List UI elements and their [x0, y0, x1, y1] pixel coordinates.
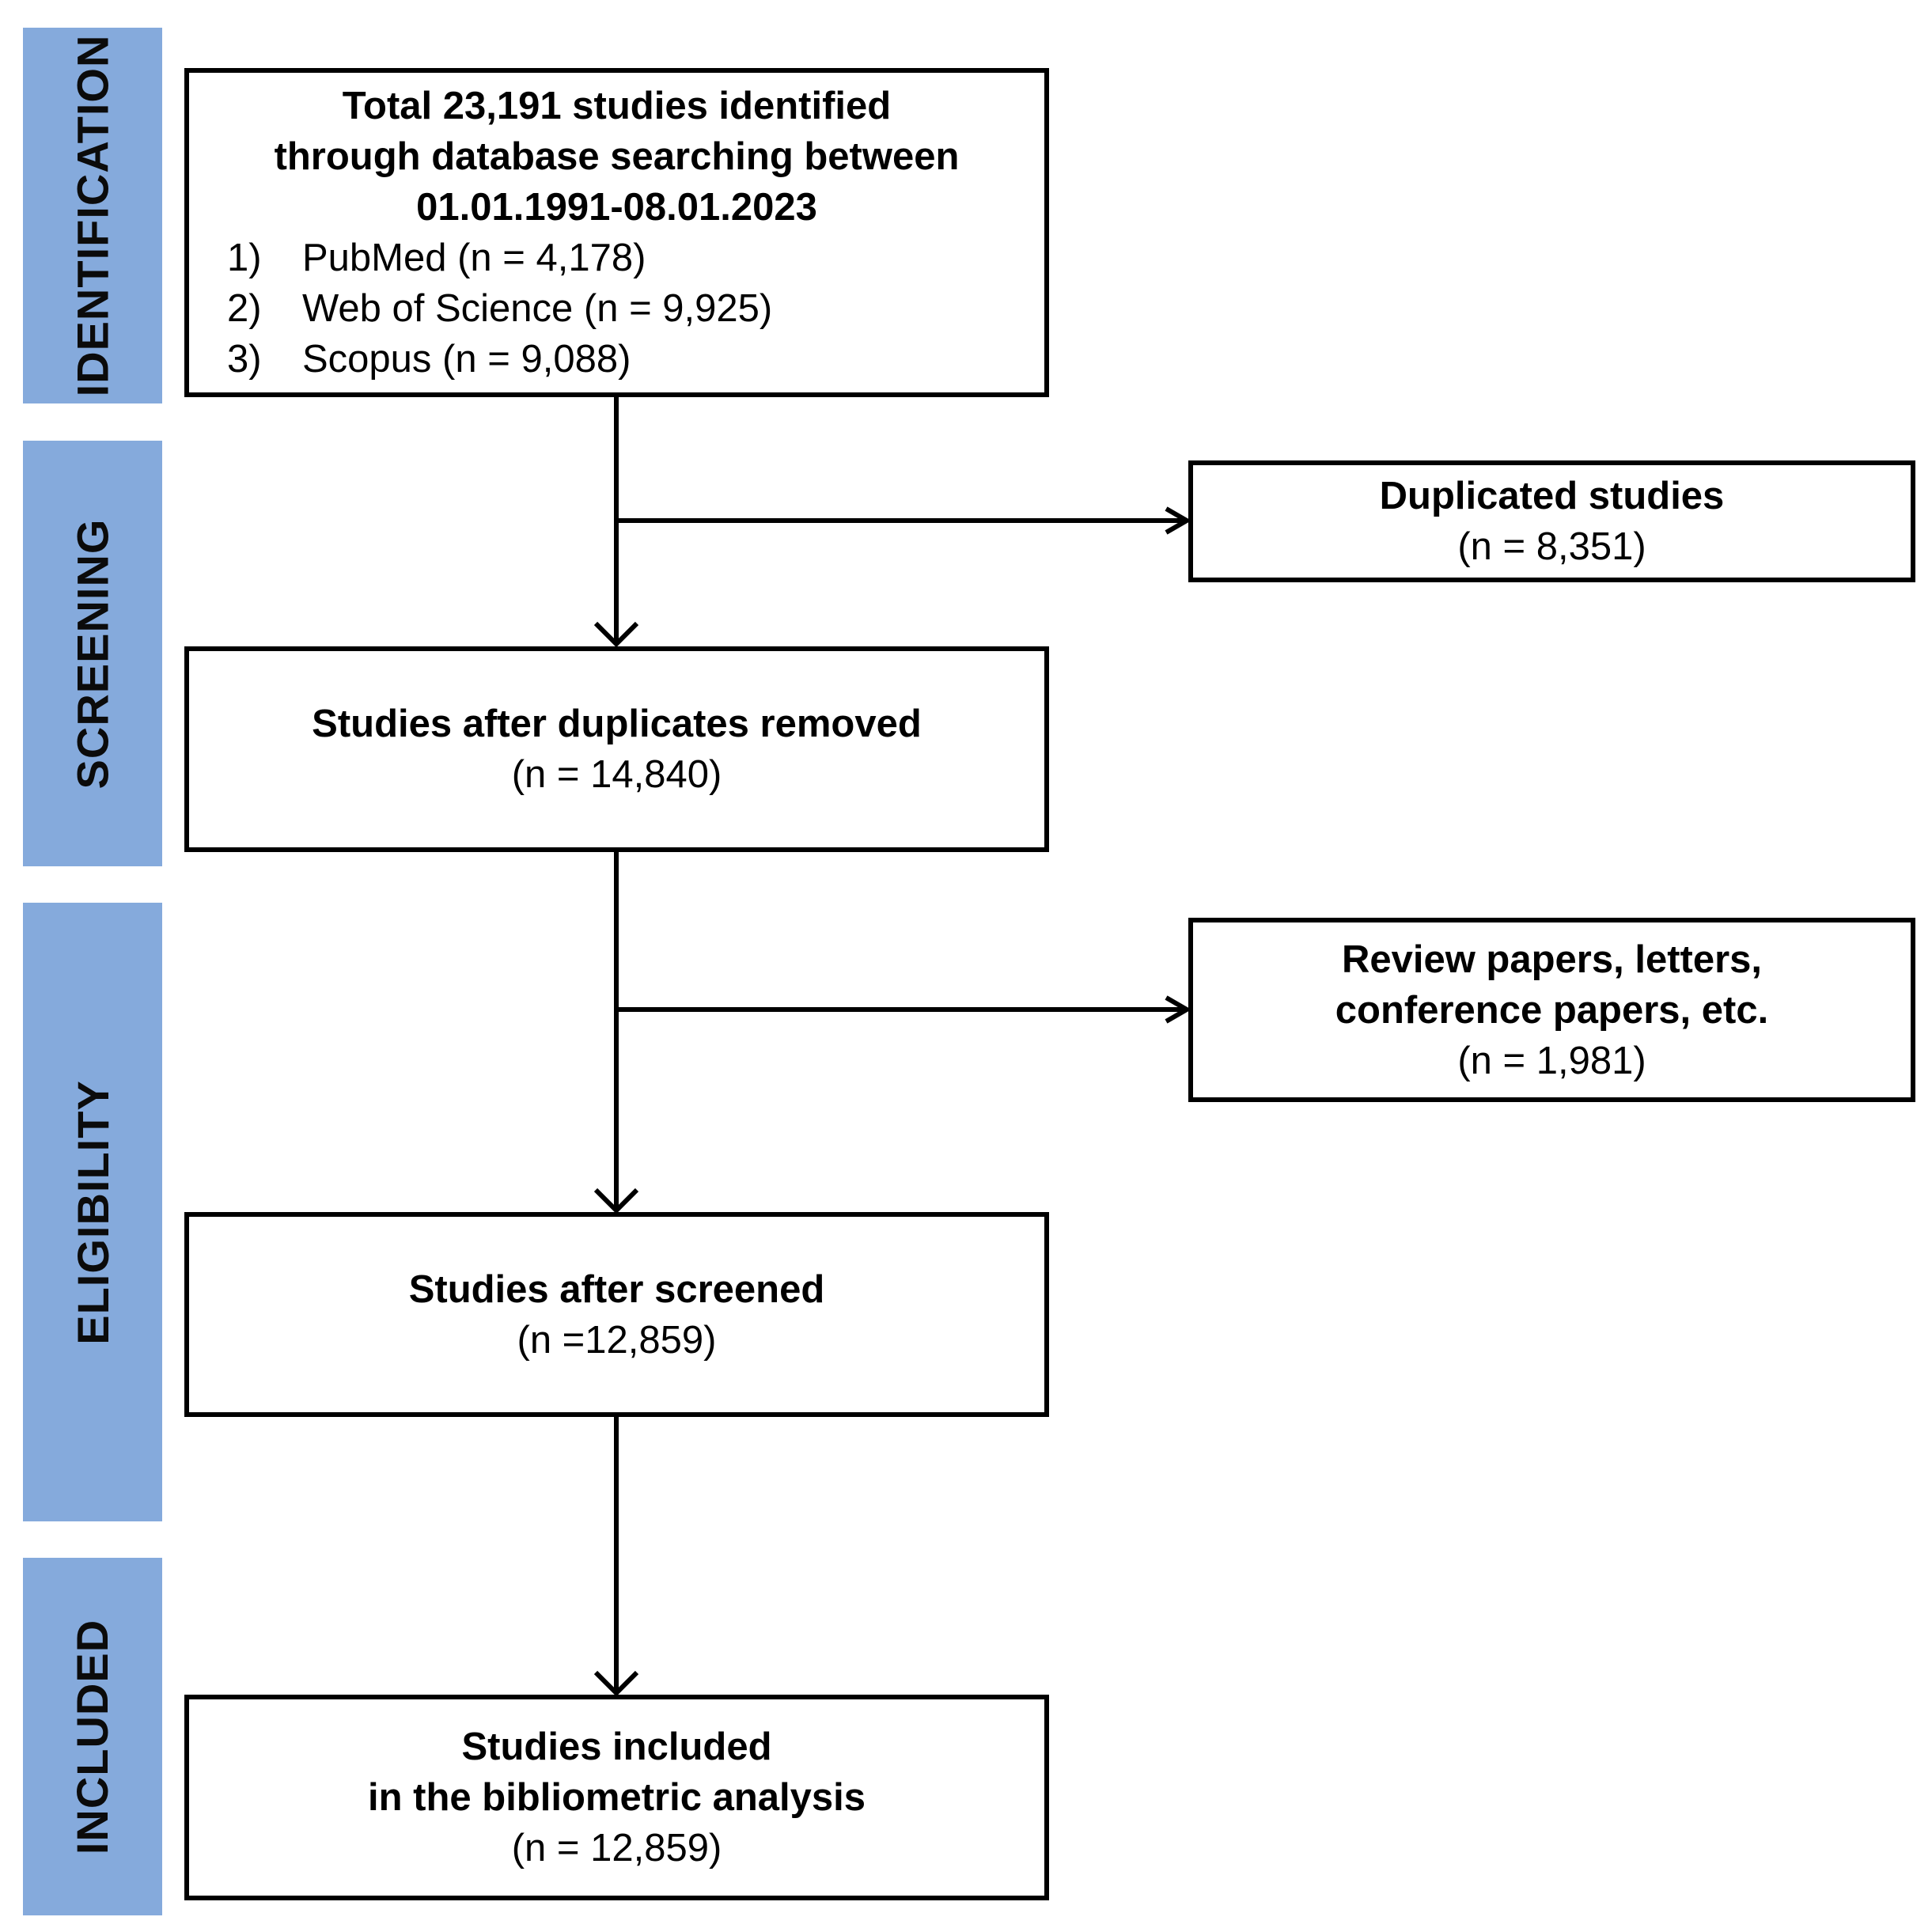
included-title-line-1: Studies included: [461, 1726, 772, 1768]
after-duplicates-title: Studies after duplicates removed: [312, 703, 922, 745]
duplicated-box: Duplicated studies (n = 8,351): [1188, 460, 1915, 582]
excluded-box: Review papers, letters, conference paper…: [1188, 918, 1915, 1102]
excluded-count: (n = 1,981): [1457, 1039, 1646, 1082]
source-item: 2)Web of Science (n = 9,925): [227, 287, 773, 330]
included-title-line-2: in the bibliometric analysis: [367, 1776, 866, 1819]
duplicated-count: (n = 8,351): [1457, 525, 1646, 568]
identification-box: Total 23,191 studies identified through …: [184, 68, 1049, 397]
after-screened-count: (n =12,859): [517, 1318, 717, 1362]
after-screened-title: Studies after screened: [408, 1267, 825, 1311]
source-item: 3)Scopus (n = 9,088): [227, 338, 631, 381]
source-list: 1)PubMed (n = 4,178) 2)Web of Science (n…: [227, 233, 772, 385]
identification-title-line-3: 01.01.1991-08.01.2023: [416, 186, 817, 229]
identification-title-line-1: Total 23,191 studies identified: [342, 85, 892, 127]
included-box: Studies included in the bibliometric ana…: [184, 1695, 1049, 1900]
excluded-title-line-1: Review papers, letters,: [1341, 938, 1763, 981]
stage-bar-identification: IDENTIFICATION: [23, 28, 162, 403]
after-duplicates-count: (n = 14,840): [511, 753, 722, 796]
stage-bar-eligibility: ELIGIBILITY: [23, 903, 162, 1521]
duplicated-title: Duplicated studies: [1379, 475, 1725, 517]
arrowhead-down-3: [593, 1670, 639, 1697]
arrowhead-down-1: [593, 621, 639, 648]
arrowhead-right-1: [1165, 506, 1192, 535]
after-duplicates-box: Studies after duplicates removed (n = 14…: [184, 646, 1049, 852]
included-count: (n = 12,859): [511, 1827, 722, 1869]
arrowhead-right-2: [1165, 995, 1192, 1024]
arrowhead-down-2: [593, 1188, 639, 1214]
identification-title-line-2: through database searching between: [274, 135, 960, 178]
excluded-title-line-2: conference papers, etc.: [1335, 988, 1769, 1032]
after-screened-box: Studies after screened (n =12,859): [184, 1212, 1049, 1417]
stage-bar-screening: SCREENING: [23, 441, 162, 866]
source-item: 1)PubMed (n = 4,178): [227, 237, 646, 279]
stage-bar-included: INCLUDED: [23, 1558, 162, 1915]
